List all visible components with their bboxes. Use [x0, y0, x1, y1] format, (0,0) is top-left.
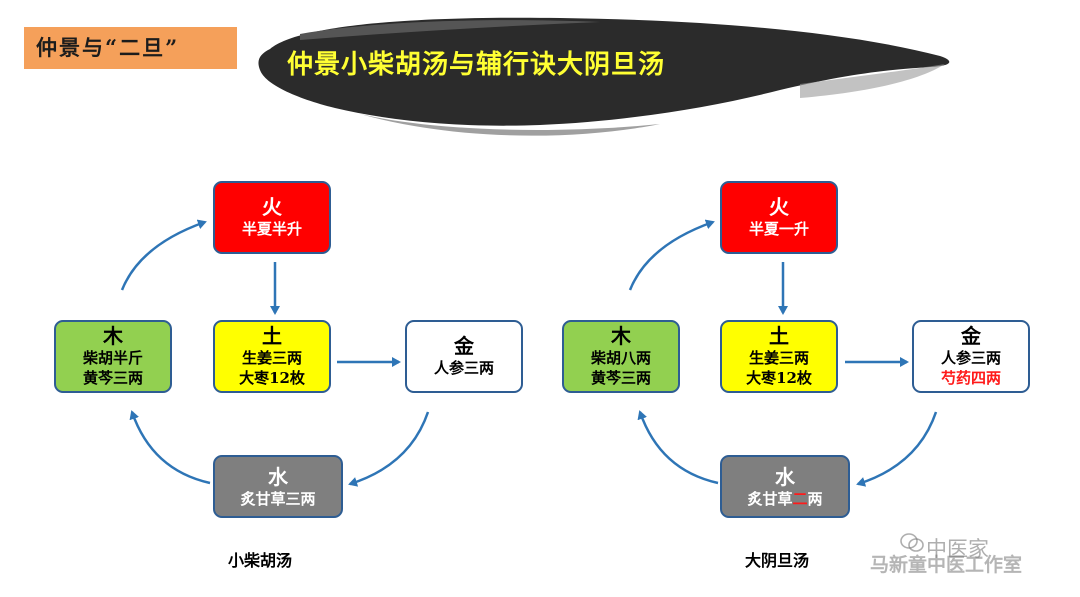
wechat-icon — [900, 533, 924, 552]
herb-line: 柴胡八两 — [590, 349, 651, 367]
left-fire-node: 火 半夏半升 — [213, 181, 331, 254]
dose-unit: 两 — [807, 490, 823, 508]
herb-name: 半夏 — [748, 220, 779, 238]
changed-dose: 一升 — [779, 220, 810, 238]
right-metal-node: 金 人参三两 芍药四两 — [912, 320, 1030, 393]
herb-line: 人参三两 — [433, 359, 494, 377]
right-caption: 大阴旦汤 — [745, 551, 810, 570]
element-label: 水 — [775, 465, 795, 489]
left-water-node: 水 炙甘草三两 — [213, 455, 343, 518]
herb-name: 炙甘草 — [747, 490, 793, 508]
right-water-node: 水 炙甘草二两 — [720, 455, 850, 518]
herb-line: 柴胡半斤 — [82, 349, 143, 367]
left-caption: 小柴胡汤 — [228, 551, 293, 570]
watermark-brand: 中医家 — [926, 537, 989, 561]
arrow-wood-to-fire-right — [628, 219, 715, 291]
arrow-water-to-wood — [129, 410, 211, 485]
element-label: 火 — [769, 195, 789, 219]
left-wood-node: 木 柴胡半斤 黄芩三两 — [54, 320, 172, 393]
changed-dose: 二 — [792, 490, 808, 508]
right-wood-node: 木 柴胡八两 黄芩三两 — [562, 320, 680, 393]
herb-line: 黄芩三两 — [590, 369, 651, 387]
herb-line: 炙甘草二两 — [722, 489, 848, 509]
left-earth-node: 土 生姜三两 大枣12枚 — [213, 320, 331, 393]
section-tag: 仲景与“二旦” — [24, 27, 237, 69]
herb-line: 大枣12枚 — [239, 369, 305, 387]
banner-title: 仲景小柴胡汤与辅行诀大阴旦汤 — [287, 50, 666, 80]
herb-line: 生姜三两 — [748, 349, 809, 367]
element-label: 木 — [611, 324, 631, 348]
element-label: 水 — [268, 465, 288, 489]
right-earth-node: 土 生姜三两 大枣12枚 — [720, 320, 838, 393]
herb-line: 人参三两 — [940, 349, 1001, 367]
arrow-metal-to-water — [348, 411, 430, 487]
ink-brush-banner — [258, 17, 950, 136]
left-metal-node: 金 人参三两 — [405, 320, 523, 393]
arrow-metal-to-water-right — [856, 411, 938, 487]
element-label: 土 — [769, 324, 789, 348]
herb-line: 生姜三两 — [241, 349, 302, 367]
herb-line: 大枣12枚 — [746, 369, 812, 387]
element-label: 金 — [454, 334, 474, 358]
right-fire-node: 火 半夏一升 — [720, 181, 838, 254]
added-herb-line: 芍药四两 — [940, 369, 1001, 387]
watermark-studio: 马新童中医工作室 — [870, 554, 1023, 576]
arrow-wood-to-fire — [120, 219, 207, 291]
herb-line: 半夏一升 — [722, 219, 836, 239]
element-label: 火 — [262, 195, 282, 219]
arrow-water-to-wood-right — [637, 410, 719, 485]
element-label: 木 — [103, 324, 123, 348]
herb-line: 半夏半升 — [241, 220, 302, 238]
herb-line: 黄芩三两 — [82, 369, 143, 387]
element-label: 土 — [262, 324, 282, 348]
herb-line: 炙甘草三两 — [240, 490, 316, 508]
element-label: 金 — [961, 324, 981, 348]
